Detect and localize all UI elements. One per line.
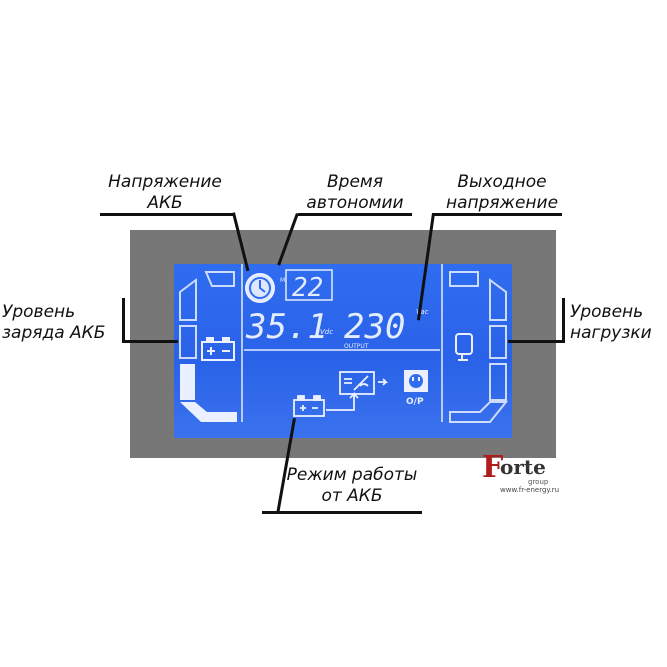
forte-logo-sub: group xyxy=(528,478,549,486)
load-level-bars xyxy=(449,271,509,423)
forte-logo-name: orte xyxy=(500,455,546,479)
runtime-label: Время автономии xyxy=(290,172,420,214)
output-label: OUTPUT xyxy=(344,343,369,350)
battery-voltage-label: Напряжение АКБ xyxy=(95,172,235,214)
callout-output-h xyxy=(432,213,562,216)
runtime-value: 22 xyxy=(292,273,323,303)
output-voltage-unit: Vac xyxy=(416,308,429,316)
load-bar-3 xyxy=(489,325,507,359)
load-level-label-line2: нагрузки xyxy=(570,323,652,343)
forte-logo-initial: F xyxy=(482,450,504,485)
battery-bar-2 xyxy=(179,278,197,321)
battery-level-label: Уровень заряда АКБ xyxy=(2,302,122,344)
runtime-label-line1: Время xyxy=(327,172,383,192)
load-bar-2 xyxy=(489,278,507,321)
battery-voltage-label-line2: АКБ xyxy=(147,193,183,213)
output-voltage-value: 230 xyxy=(344,307,405,347)
battery-level-label-line2: заряда АКБ xyxy=(2,323,106,343)
battery-mode-label-line2: от АКБ xyxy=(321,486,383,506)
load-icon xyxy=(455,333,473,361)
outlet-icon xyxy=(404,370,428,392)
battery-icon-bottom xyxy=(293,391,359,417)
battery-bar-3 xyxy=(179,325,197,359)
callout-load-level-v xyxy=(562,298,565,343)
output-voltage-label-line1: Выходное xyxy=(457,172,547,192)
output-voltage-label: Выходное напряжение xyxy=(432,172,572,214)
lcd-graphics: M 22 35.1 Vdc 230 Vac OUTPUT O/P xyxy=(179,264,509,423)
load-bar-5 xyxy=(449,401,509,423)
callout-battery-mode-h xyxy=(262,511,422,514)
divider-lines xyxy=(241,264,443,422)
battery-bar-5 xyxy=(180,402,237,422)
callout-battery-level-v xyxy=(122,298,125,343)
outlet-label: O/P xyxy=(406,397,424,407)
battery-level-fill xyxy=(180,364,237,422)
battery-voltage-unit: Vdc xyxy=(320,328,333,336)
callout-runtime-h xyxy=(298,213,412,216)
battery-level-label-line1: Уровень xyxy=(2,302,76,322)
clock-icon xyxy=(245,273,275,303)
battery-bar-1 xyxy=(204,271,235,287)
battery-level-bars xyxy=(179,271,235,359)
battery-mode-label-line1: Режим работы xyxy=(286,465,418,485)
lcd-screen: M 22 35.1 Vdc 230 Vac OUTPUT O/P xyxy=(174,264,512,438)
output-voltage-label-line2: напряжение xyxy=(445,193,559,213)
load-level-label-line1: Уровень xyxy=(570,302,644,322)
runtime-unit: M xyxy=(280,277,285,284)
runtime-box xyxy=(285,269,333,301)
battery-voltage-label-line1: Напряжение xyxy=(108,172,222,192)
load-bar-1 xyxy=(449,271,479,287)
load-level-label: Уровень нагрузки xyxy=(570,302,666,344)
callout-load-level-h xyxy=(508,340,564,343)
battery-icon-left xyxy=(201,337,235,361)
inverter-icon xyxy=(339,371,389,395)
forte-logo-url: www.fr-energy.ru xyxy=(500,486,560,494)
runtime-label-line2: автономии xyxy=(306,193,404,213)
battery-bar-4 xyxy=(180,364,195,400)
load-bar-4 xyxy=(489,363,507,401)
callout-battery-voltage-h xyxy=(100,213,234,216)
battery-voltage-value: 35.1 xyxy=(245,307,328,347)
battery-mode-label: Режим работы от АКБ xyxy=(272,465,432,507)
callout-battery-level-h xyxy=(122,340,178,343)
